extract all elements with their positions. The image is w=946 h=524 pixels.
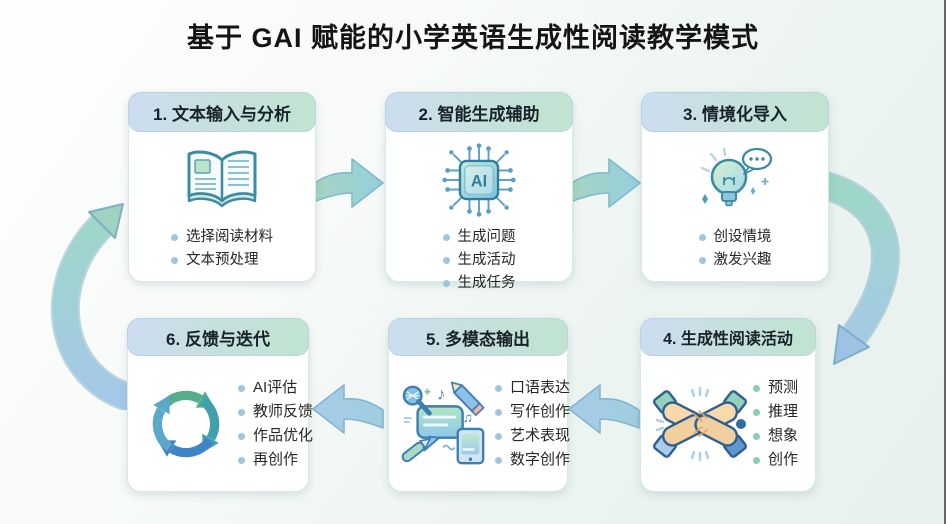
- bullet-text: 推理: [768, 403, 799, 420]
- lightbulb-icon: [691, 137, 779, 223]
- card-feedback-iteration: 6. 反馈与迭代 AI评估: [127, 318, 313, 492]
- arrow-step2-to-step3: [569, 142, 643, 217]
- card-contextual-lead-in: 3. 情境化导入: [641, 92, 829, 282]
- bullet-dot: [698, 257, 706, 264]
- bullet-text: 生成问题: [457, 229, 516, 245]
- card-generative-reading-activities: 4. 生成性阅读活动: [640, 318, 816, 492]
- bullet-list: 创设情境 激发兴趣: [698, 226, 772, 272]
- multimodal-icon: ♪ ♫: [397, 380, 493, 468]
- bullet-item: 教师反馈: [238, 400, 313, 424]
- bullet-item: 选择阅读材料: [171, 226, 273, 249]
- bullet-list: AI评估 教师反馈 作品优化 再创作: [238, 376, 313, 472]
- cycle-arrows-icon: [136, 381, 236, 467]
- bullet-item: 艺术表现: [495, 424, 570, 448]
- bullet-text: 生成活动: [457, 252, 516, 268]
- bullet-text: 教师反馈: [253, 403, 314, 420]
- bullet-dot: [753, 408, 760, 416]
- card-title: 4. 生成性阅读活动: [663, 331, 793, 348]
- bullet-item: 激发兴趣: [698, 249, 772, 272]
- arrow-step3-to-step4: [806, 168, 934, 403]
- bullet-dot: [171, 257, 178, 264]
- bullet-item: 写作创作: [495, 400, 570, 424]
- card-header: 1. 文本输入与分析: [128, 92, 316, 132]
- bullet-text: 再创作: [253, 451, 299, 468]
- screen-right-edge-line: [944, 0, 946, 524]
- card-title: 2. 智能生成辅助: [418, 104, 540, 124]
- bullet-item: 预测: [753, 376, 798, 400]
- music-note-glyph: ♪: [437, 385, 445, 404]
- bullet-item: 创作: [753, 448, 798, 472]
- bullet-item: 生成问题: [442, 226, 516, 249]
- bullet-dot: [442, 280, 450, 287]
- card-title: 1. 文本输入与分析: [153, 104, 291, 124]
- bullet-dot: [495, 408, 502, 416]
- card-header: 4. 生成性阅读活动: [640, 318, 816, 356]
- bullet-text: 创设情境: [713, 229, 772, 245]
- bullet-dot: [238, 432, 245, 440]
- bullet-dot: [442, 234, 450, 241]
- bullet-dot: [442, 257, 450, 264]
- bullet-item: 文本预处理: [171, 249, 273, 272]
- bullet-dot: [495, 432, 502, 440]
- bullet-dot: [238, 456, 245, 464]
- arrow-step1-to-step2: [312, 142, 386, 217]
- card-title: 5. 多模态输出: [426, 329, 530, 349]
- bullet-dot: [698, 234, 706, 241]
- card-header: 3. 情境化导入: [641, 92, 829, 132]
- arrow-step4-to-step5: [566, 368, 640, 443]
- card-header: 2. 智能生成辅助: [385, 92, 573, 132]
- card-title: 6. 反馈与迭代: [166, 329, 270, 349]
- bullet-text: 口语表达: [510, 379, 571, 396]
- bullet-list: 选择阅读材料 文本预处理: [171, 226, 273, 272]
- bullet-text: 数字创作: [510, 451, 571, 468]
- card-text-input-analysis: 1. 文本输入与分析 选择阅读材料 文本预处理: [128, 92, 316, 282]
- card-title: 3. 情境化导入: [683, 104, 787, 124]
- bullet-item: 推理: [753, 400, 798, 424]
- bullet-text: 写作创作: [510, 403, 571, 420]
- bullet-item: 生成任务: [442, 272, 516, 295]
- bullet-text: 艺术表现: [510, 427, 571, 444]
- bullet-dot: [171, 234, 178, 241]
- bullet-item: 生成活动: [442, 249, 516, 272]
- bullet-text: 激发兴趣: [713, 252, 772, 268]
- bullet-item: 数字创作: [495, 448, 570, 472]
- beamed-notes-glyph: ♫: [463, 410, 473, 425]
- bullet-dot: [238, 384, 245, 392]
- bullet-list: 口语表达 写作创作 艺术表现 数字创作: [495, 376, 570, 472]
- ai-chip-icon: AI: [439, 137, 519, 223]
- card-multimodal-output: 5. 多模态输出: [388, 318, 570, 492]
- bullet-text: 文本预处理: [186, 252, 259, 268]
- card-header: 6. 反馈与迭代: [127, 318, 309, 356]
- bullet-list: 预测 推理 想象 创作: [753, 376, 798, 472]
- bullet-dot: [753, 384, 760, 392]
- bullet-text: 创作: [768, 451, 799, 468]
- bullet-item: 再创作: [238, 448, 313, 472]
- open-book-icon: [180, 137, 264, 223]
- bullet-text: 想象: [768, 427, 799, 444]
- bullet-list: 生成问题 生成活动 生成任务: [442, 226, 516, 295]
- bullet-text: AI评估: [253, 379, 298, 396]
- bullet-item: 想象: [753, 424, 798, 448]
- card-header: 5. 多模态输出: [388, 318, 568, 356]
- bullet-item: 口语表达: [495, 376, 570, 400]
- bullet-item: 作品优化: [238, 424, 313, 448]
- diagram-title: 基于 GAI 赋能的小学英语生成性阅读教学模式: [186, 23, 759, 53]
- bullet-text: 预测: [768, 379, 799, 396]
- bullet-dot: [753, 432, 760, 440]
- bullet-dot: [495, 456, 502, 464]
- bullet-dot: [495, 384, 502, 392]
- ai-chip-label: AI: [471, 173, 487, 191]
- bullet-text: 选择阅读材料: [186, 229, 273, 245]
- arrow-step6-to-step1: [32, 195, 152, 415]
- bullet-dot: [753, 456, 760, 464]
- arrow-step5-to-step6: [310, 368, 384, 443]
- bullet-item: 创设情境: [698, 226, 772, 249]
- bullet-text: 生成任务: [457, 275, 516, 291]
- hands-together-icon: [649, 380, 751, 468]
- card-ai-generation-assist: 2. 智能生成辅助: [385, 92, 573, 291]
- bullet-item: AI评估: [238, 376, 313, 400]
- bullet-text: 作品优化: [253, 427, 314, 444]
- bullet-dot: [238, 408, 245, 416]
